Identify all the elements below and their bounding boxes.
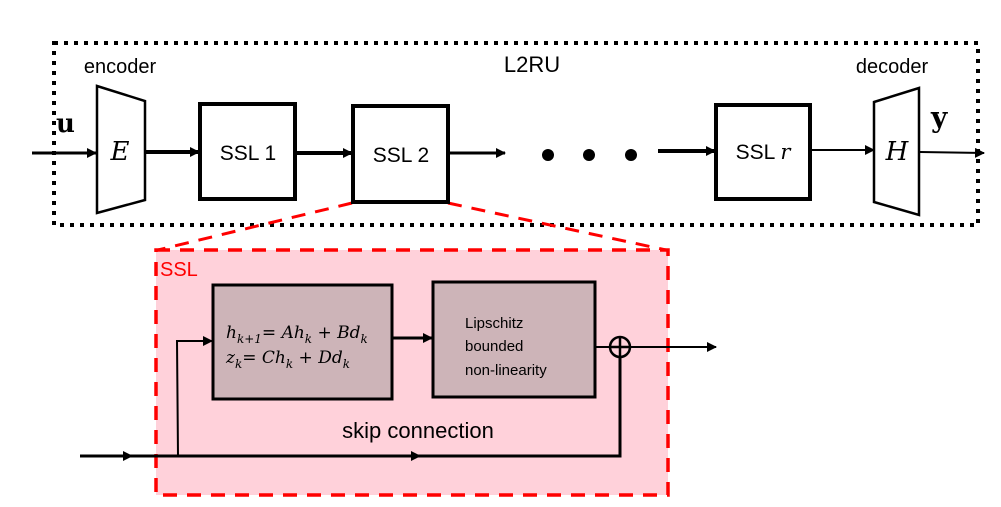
- nonlinearity-line: non-linearity: [465, 362, 547, 379]
- nonlinearity-line: Lipschitz: [465, 315, 523, 332]
- ellipsis-dot: [583, 149, 595, 161]
- decoder-symbol: H: [885, 137, 910, 167]
- ellipsis-dot: [625, 149, 637, 161]
- encoder-symbol: E: [110, 137, 130, 167]
- sslr-block: [714, 103, 812, 201]
- nonlinearity-line: bounded: [465, 338, 523, 355]
- encoder-label: encoder: [84, 56, 157, 78]
- ssl2-block: [351, 104, 450, 204]
- state-space-block: [211, 283, 394, 401]
- ellipsis-dot: [542, 149, 554, 161]
- state-equation: hk+1= Ahk + Bdk: [226, 323, 368, 346]
- ssl-input-branch: [175, 336, 213, 457]
- skip-line-return: [418, 357, 622, 458]
- output-equation: zk= Chk + Ddk: [225, 348, 350, 371]
- output-arrow: [919, 147, 985, 158]
- l2ru-frame: [52, 41, 980, 227]
- zoom-line-left: [157, 201, 353, 252]
- encoder-block: [95, 84, 147, 215]
- ssl-detail-title: SSL: [160, 259, 198, 281]
- input-symbol: u: [56, 109, 75, 139]
- ssl2-label: SSL 2: [373, 144, 429, 167]
- output-symbol: y: [930, 101, 948, 134]
- skip-connection-label: skip connection: [342, 418, 494, 443]
- ssl1-block: [198, 102, 297, 201]
- ssl1-label: SSL 1: [220, 142, 276, 165]
- decoder-block: [872, 86, 921, 217]
- decoder-label: decoder: [856, 56, 929, 78]
- sslr-label: SSL r: [736, 140, 793, 164]
- nonlinearity-block: [431, 280, 597, 399]
- zoom-line-right: [447, 201, 667, 252]
- l2ru-title: L2RU: [504, 52, 560, 77]
